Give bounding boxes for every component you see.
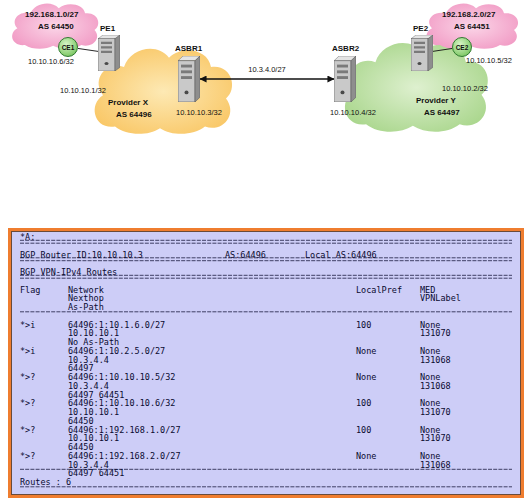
- console-text: 64450: [68, 442, 94, 452]
- link-label: 10.3.4.0/27: [248, 65, 286, 74]
- console-text: None: [420, 320, 440, 330]
- console-text: 100: [356, 320, 371, 330]
- router-icon: [178, 56, 200, 102]
- console-text: *A:: [20, 232, 35, 242]
- console-text: Routes : 6: [20, 477, 71, 487]
- console-text: 10.10.10.1: [68, 328, 119, 338]
- console-text: 10.3.4.4: [68, 460, 109, 470]
- ip-address: 10.10.10.2/32: [442, 84, 488, 93]
- router-icon: [411, 35, 433, 71]
- console-text: Network: [68, 285, 104, 295]
- console-text: MED: [420, 285, 435, 295]
- router-icon: [98, 35, 120, 71]
- ce-router: CE2 10.10.10.5/32: [452, 37, 524, 67]
- console-text: 10.3.4.4: [68, 355, 109, 365]
- console-text: *>?: [20, 372, 35, 382]
- console-text: Nexthop: [68, 293, 104, 303]
- node-label: PE2: [413, 24, 428, 33]
- console-text: 64496:1:10.10.10.5/32: [68, 372, 175, 382]
- site-cloud: 192.168.1.0/27 AS 64450: [8, 0, 102, 50]
- pe-router: PE1 10.10.10.1/32: [58, 24, 124, 96]
- node-label: 192.168.1.0/27: [25, 10, 78, 19]
- console-text: 64496:1:192.168.1.0/27: [68, 425, 181, 435]
- node-label: AS 64496: [116, 110, 152, 119]
- router-icon: [334, 56, 356, 102]
- console-text: No As-Path: [68, 337, 119, 347]
- link-arrow: [200, 78, 334, 79]
- console-text: None: [356, 451, 376, 461]
- node-label: ASBR1: [175, 44, 202, 53]
- node-label: 192.168.2.0/27: [442, 10, 495, 19]
- ce-router: CE1 10.10.10.6/32: [26, 37, 84, 67]
- console-text: BGP Router ID:10.10.10.3: [20, 250, 143, 260]
- node-label: Provider Y: [416, 96, 456, 105]
- console-text: 131070: [420, 433, 451, 443]
- site-cloud: 192.168.2.0/27 AS 64451: [422, 0, 522, 50]
- ip-address: 10.10.10.5/32: [466, 56, 512, 65]
- asbr-router: ASBR2 10.10.10.4/32: [328, 44, 390, 120]
- console-text: *>?: [20, 451, 35, 461]
- console-text: 131070: [420, 407, 451, 417]
- console-text: None: [420, 398, 440, 408]
- node-label: AS 64451: [454, 22, 490, 31]
- console-output: *A:BGP Router ID:10.10.10.3AS:64496Local…: [8, 228, 524, 498]
- console-text: 64450: [68, 416, 94, 426]
- console-text: None: [420, 425, 440, 435]
- ce-circle: CE2: [452, 37, 472, 57]
- console-text: *>?: [20, 425, 35, 435]
- console-text: None: [420, 372, 440, 382]
- console-text: None: [356, 346, 376, 356]
- console-text: 64497 64451: [68, 468, 124, 478]
- console-text: *>i: [20, 346, 35, 356]
- console-text: Flag: [20, 285, 40, 295]
- console-text: 131068: [420, 381, 451, 391]
- console-text: 131070: [420, 328, 451, 338]
- node-label: PE1: [100, 24, 115, 33]
- console-text: 64496:1:10.1.6.0/27: [68, 320, 165, 330]
- console-text: 100: [356, 398, 371, 408]
- console-text: As-Path: [68, 302, 104, 312]
- node-label: Provider X: [108, 98, 148, 107]
- console-text: 10.3.4.4: [68, 381, 109, 391]
- ce-circle: CE1: [58, 37, 78, 57]
- console-text: *>i: [20, 320, 35, 330]
- console-text: None: [420, 346, 440, 356]
- console-text: None: [420, 451, 440, 461]
- ip-address: 10.10.10.6/32: [28, 57, 74, 66]
- console-text: Local AS:64496: [305, 250, 377, 260]
- console-text: 64497 64451: [68, 390, 124, 400]
- device-name: CE1: [62, 44, 75, 51]
- ip-address: 10.10.10.3/32: [176, 108, 222, 117]
- console-text: *>?: [20, 398, 35, 408]
- node-label: AS 64497: [424, 108, 460, 117]
- console-text: 131068: [420, 460, 451, 470]
- node-label: AS 64450: [38, 22, 74, 31]
- device-name: CE2: [456, 44, 469, 51]
- asbr-router: ASBR1 10.10.10.3/32: [172, 44, 234, 120]
- console-text: None: [356, 372, 376, 382]
- link-line: [78, 48, 98, 51]
- console-text: 131068: [420, 355, 451, 365]
- console-text: 100: [356, 425, 371, 435]
- console-text: AS:64496: [225, 250, 266, 260]
- console-text: 10.10.10.1: [68, 433, 119, 443]
- console-text: 64497: [68, 363, 94, 373]
- ip-address: 10.10.10.4/32: [330, 108, 376, 117]
- console-text: BGP VPN-IPv4 Routes: [20, 267, 117, 277]
- node-label: ASBR2: [332, 44, 359, 53]
- console-text: 10.10.10.1: [68, 407, 119, 417]
- console-text: LocalPref: [356, 285, 402, 295]
- console-text: VPNLabel: [420, 293, 461, 303]
- console-text: 64496:1:10.2.5.0/27: [68, 346, 165, 356]
- console-text: 64496:1:192.168.2.0/27: [68, 451, 181, 461]
- console-text: 64496:1:10.10.10.6/32: [68, 398, 175, 408]
- ip-address: 10.10.10.1/32: [60, 86, 106, 95]
